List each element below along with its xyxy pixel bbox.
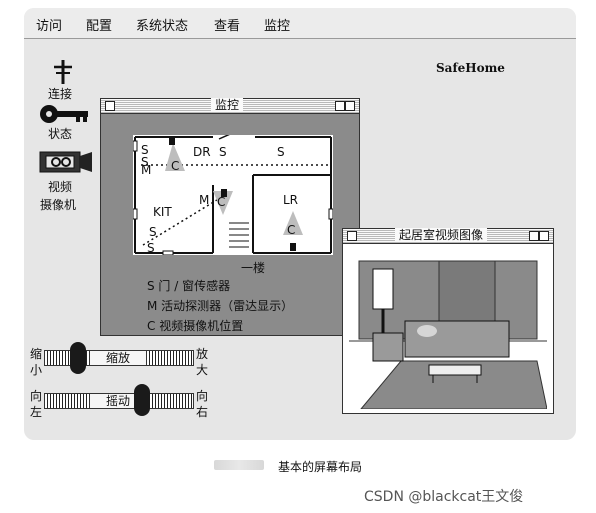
legend-row-motion: M 活动探测器（雷达显示） [147,299,294,313]
zoom-slider-handle[interactable] [70,342,86,374]
menu-item-configure[interactable]: 配置 [86,19,113,34]
video-label: 视频 [48,180,73,194]
zoom-out-label-2: 小 [30,363,43,377]
zoom-slider-label: 缩放 [89,351,147,365]
monitor-window: 监控 [100,98,360,336]
figure-caption: 基本的屏幕布局 [278,460,363,474]
menu-item-access[interactable]: 访问 [36,19,63,34]
sensor-m-label: M [199,193,210,207]
legend-row-sensor: S 门 / 窗传感器 [147,279,231,293]
caption-figure-marker [214,460,264,470]
pan-left-label-1: 向 [30,389,43,403]
key-icon[interactable] [38,103,90,125]
close-box-icon[interactable] [347,231,357,241]
room-label-lr: LR [283,193,299,207]
resize-box-icon[interactable] [539,231,549,241]
pan-right-label-1: 向 [196,389,209,403]
connect-icon[interactable] [48,58,78,86]
zoom-in-label-1: 放 [196,347,209,361]
living-room-video-feed [349,249,547,409]
video-window-titlebar[interactable]: 起居室视频图像 [343,228,553,244]
pan-slider-handle[interactable] [134,384,150,416]
sensor-s-label: S [147,241,155,255]
brand-logo: SafeHome [436,61,505,75]
monitor-window-title: 监控 [211,98,244,112]
menu-item-monitor[interactable]: 监控 [264,19,291,34]
legend-row-camera: C 视频摄像机位置 [147,319,244,333]
video-camera-icon[interactable] [36,148,94,176]
status-label: 状态 [48,127,73,141]
menu-bar: 访问 配置 系统状态 查看 监控 [24,8,576,39]
pan-left-label-2: 左 [30,405,43,419]
zoom-box-icon[interactable] [335,101,345,111]
resize-box-icon[interactable] [345,101,355,111]
sensor-s-label: S [141,155,149,169]
zoom-in-label-2: 大 [196,363,209,377]
zoom-slider-track[interactable]: 缩放 [44,350,194,366]
sensor-s-label: S [149,225,157,239]
floor-label: 一楼 [241,261,266,275]
zoom-box-icon[interactable] [529,231,539,241]
video-window: 起居室视频图像 [342,228,554,414]
camera-c-label: C [171,159,180,173]
zoom-out-label-1: 缩 [30,347,43,361]
room-label-kit: KIT [153,205,172,219]
camera-c-label: C [287,223,296,237]
camera-c-label: C [217,195,226,209]
watermark: CSDN @blackcat王文俊 [364,489,524,505]
menu-item-system-status[interactable]: 系统状态 [136,19,189,34]
camera-label: 摄像机 [40,198,77,212]
menu-item-view[interactable]: 查看 [214,19,241,34]
sensor-m-label: M [141,163,152,177]
pan-right-label-2: 右 [196,405,209,419]
connect-label: 连接 [48,87,73,101]
sensor-s-label: S [219,145,227,159]
sensor-s-label: S [277,145,285,159]
room-label-dr: DR [193,145,211,159]
sensor-s-label: S [141,143,149,157]
close-box-icon[interactable] [105,101,115,111]
monitor-window-titlebar[interactable]: 监控 [101,98,359,114]
floor-plan [133,135,333,255]
pan-slider-track[interactable]: 摇动 [44,393,194,409]
video-window-title: 起居室视频图像 [395,228,488,242]
